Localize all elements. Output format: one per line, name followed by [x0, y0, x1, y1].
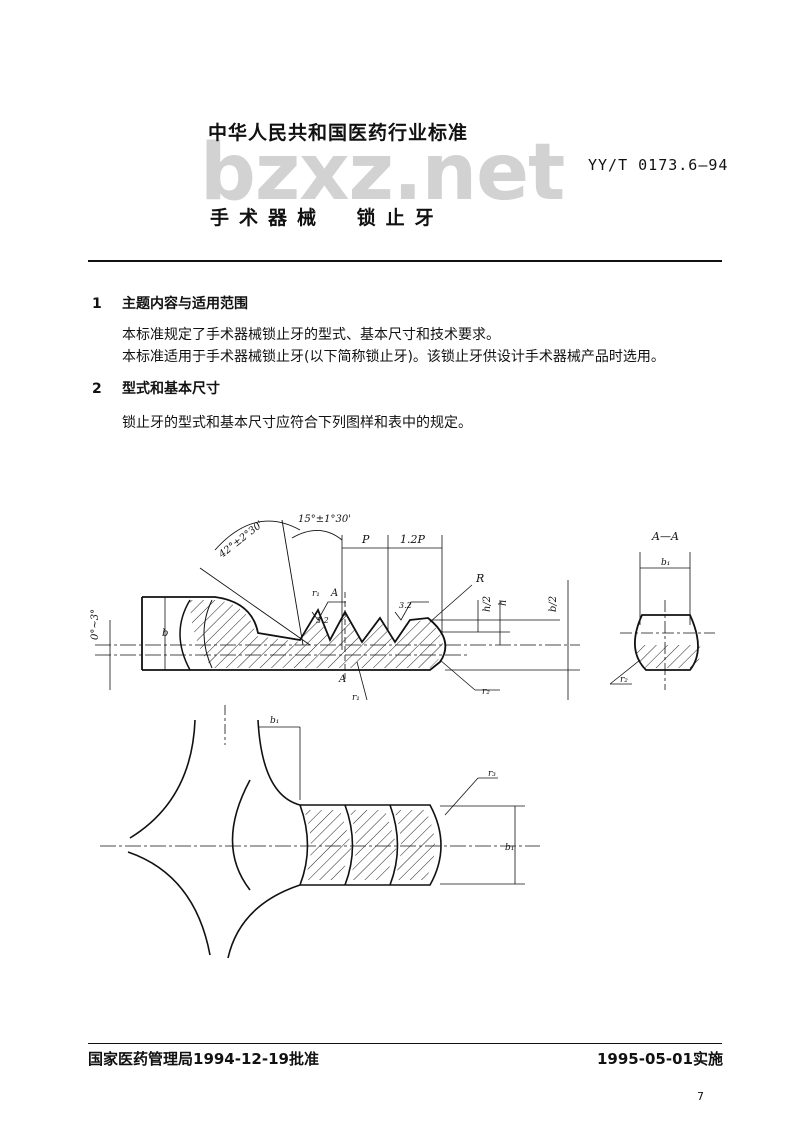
section-heading-2: 2 型式和基本尺寸 [92, 378, 220, 398]
section-view-title: A—A [651, 530, 679, 543]
approval-statement: 国家医药管理局1994-12-19批准 [88, 1050, 319, 1068]
section-number: 2 [92, 381, 102, 397]
label-section-a: A [330, 588, 338, 599]
side-view [95, 519, 580, 701]
section-number: 1 [92, 296, 102, 312]
label-angle-15: 15°±1°30' [298, 514, 351, 525]
label-r1-bottom: r₁ [352, 693, 360, 703]
label-roughness-1: 3.2 [316, 616, 329, 625]
watermark: bzxz.net [200, 128, 565, 218]
label-section-a-bottom: A [338, 674, 346, 685]
standard-number: YY/T 0173.6—94 [588, 156, 729, 174]
plan-view [100, 705, 540, 959]
label-b1-section: b₁ [661, 558, 670, 568]
section-heading-text: 型式和基本尺寸 [122, 381, 220, 397]
label-r1-top: r₁ [312, 589, 320, 599]
label-half-h: h/2 [482, 596, 493, 612]
label-radius: R [475, 572, 484, 585]
label-r3-plan: r₃ [488, 769, 496, 779]
label-angle-range: 0°~3° [90, 609, 101, 640]
header-rule [88, 260, 722, 262]
section-a-a [609, 552, 715, 690]
page-number: 7 [697, 1090, 704, 1103]
paragraph: 锁止牙的型式和基本尺寸应符合下列图样和表中的规定。 [122, 415, 472, 431]
label-angle-42: 42°±2°30' [216, 519, 265, 561]
label-h: h [498, 600, 509, 606]
footer-rule [88, 1043, 722, 1044]
document-title: 手术器械 锁止牙 [210, 207, 444, 229]
label-pitch-12: 1.2P [400, 533, 425, 546]
paragraph: 本标准规定了手术器械锁止牙的型式、基本尺寸和技术要求。 [122, 327, 500, 343]
section-heading-1: 1 主题内容与适用范围 [92, 293, 248, 313]
label-pitch: P [361, 533, 370, 546]
label-r2-section: r₂ [620, 675, 628, 685]
section-heading-text: 主题内容与适用范围 [122, 296, 248, 312]
effective-date: 1995-05-01实施 [597, 1050, 723, 1068]
label-half-b: b/2 [548, 596, 559, 612]
label-roughness-2: 3.2 [399, 601, 412, 610]
label-r2: r₂ [482, 687, 490, 697]
label-b1-plan-right: b₁ [505, 843, 514, 853]
label-b1-plan: b₁ [270, 716, 279, 726]
issuing-organization: 中华人民共和国医药行业标准 [208, 122, 469, 144]
paragraph: 本标准适用于手术器械锁止牙(以下简称锁止牙)。该锁止牙供设计手术器械产品时选用。 [122, 349, 665, 365]
label-b: b [162, 628, 168, 639]
